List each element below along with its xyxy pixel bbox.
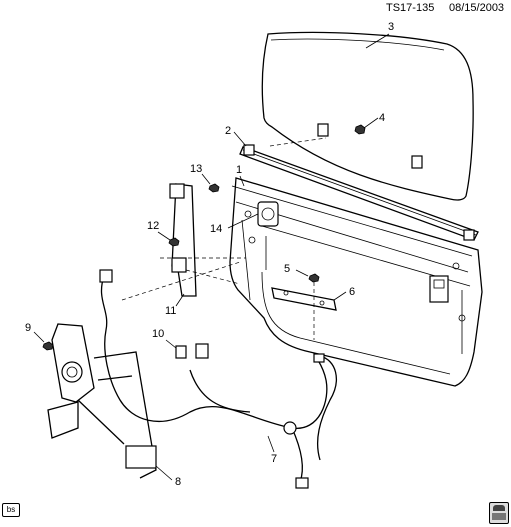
- leader-4: [363, 117, 379, 129]
- door-handle-bracket: [257, 201, 279, 227]
- connector: [175, 343, 209, 359]
- window-regulator: [47, 323, 157, 479]
- callout-4: 4: [379, 112, 385, 124]
- callout-2: 2: [225, 125, 231, 137]
- leader-10: [165, 339, 177, 349]
- leader-7: [267, 435, 275, 453]
- rear-guide-rail: [169, 183, 197, 297]
- callout-10: 10: [152, 328, 164, 340]
- callout-3: 3: [388, 21, 394, 33]
- figure-id: TS17-135: [386, 2, 434, 14]
- mounting-bracket: [271, 287, 337, 311]
- alignment-lines: [121, 137, 327, 301]
- callout-8: 8: [175, 476, 181, 488]
- leader-8: [155, 465, 173, 481]
- parts-bin-base: [492, 513, 506, 520]
- callout-13: 13: [190, 163, 202, 175]
- leader-9: [33, 331, 45, 343]
- figure-date: 08/15/2003: [449, 2, 504, 14]
- callout-11: 11: [165, 305, 176, 317]
- leader-12: [157, 231, 171, 241]
- callout-6: 6: [349, 286, 355, 298]
- door-inner-panel: [229, 177, 483, 387]
- guide-screw-13: [208, 183, 220, 193]
- callout-12: 12: [147, 220, 159, 232]
- callout-7: 7: [271, 453, 277, 465]
- callout-14: 14: [210, 223, 222, 235]
- leader-3: [365, 33, 390, 49]
- leader-1: [239, 175, 245, 187]
- callout-5: 5: [284, 263, 290, 275]
- wiring-harness: [99, 269, 337, 489]
- leader-6: [333, 291, 347, 301]
- parts-bin-cap: [493, 505, 505, 511]
- leader-5: [295, 269, 309, 277]
- parts-bin-icon: [489, 502, 509, 524]
- callout-1: 1: [236, 164, 242, 176]
- callout-9: 9: [25, 322, 31, 334]
- glass-retainer-nut: [354, 124, 366, 135]
- regulator-screw: [42, 341, 54, 351]
- bolt: [308, 273, 320, 340]
- leader-13: [201, 173, 211, 185]
- leader-2: [233, 131, 247, 147]
- bs-badge: bs: [2, 503, 20, 517]
- guide-screw-12: [168, 237, 180, 247]
- glass-channel: [239, 144, 479, 241]
- leader-11: [175, 293, 185, 307]
- leader-14: [227, 213, 259, 229]
- window-glass: [261, 31, 474, 201]
